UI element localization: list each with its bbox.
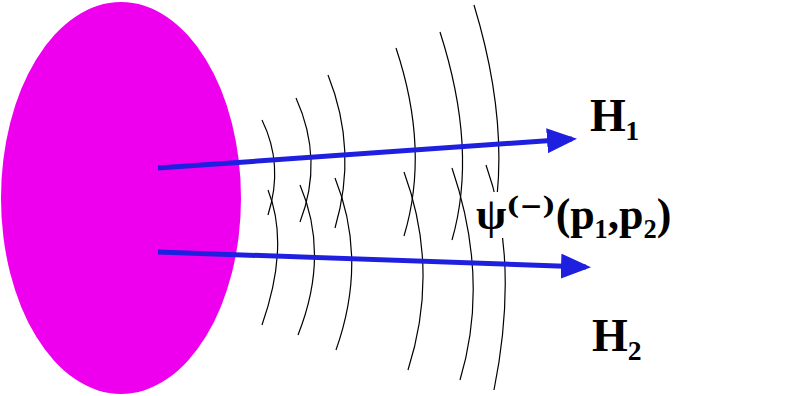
source-region — [1, 2, 241, 394]
momentum-arrow — [158, 252, 586, 267]
particle-label: H₁ — [588, 92, 642, 140]
wavefunction-label: ψ⁽⁻⁾(p₁,p₂) — [474, 192, 673, 238]
momentum-arrow — [158, 139, 572, 168]
wave-fronts — [262, 5, 505, 390]
particle-label: H₂ — [590, 312, 644, 360]
